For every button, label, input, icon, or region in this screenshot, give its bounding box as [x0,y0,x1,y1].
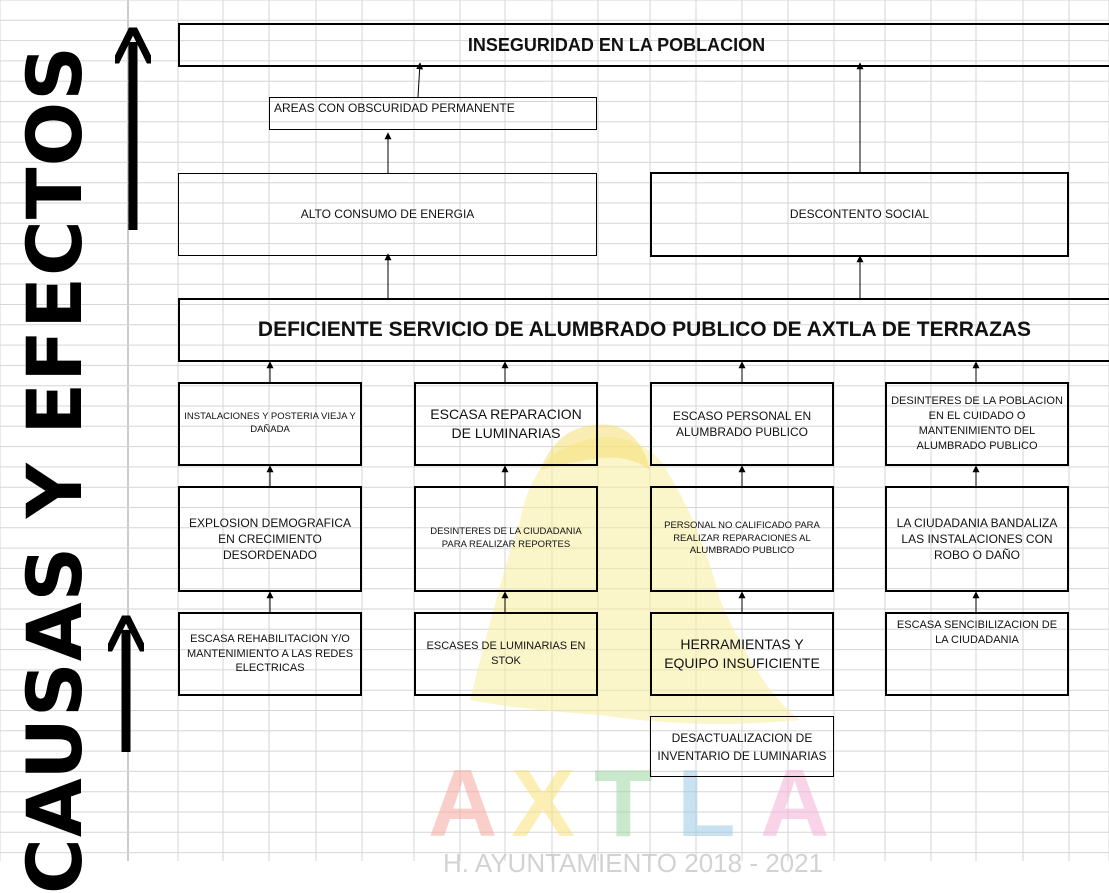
cause-box-escaso-personal: ESCASO PERSONAL EN ALUMBRADO PUBLICO [650,382,834,466]
side-label-text: CAUSAS Y EFECTOS [9,44,99,893]
watermark-letter: A [760,750,829,857]
effect-box-inseguridad: INSEGURIDAD EN LA POBLACION [178,23,1109,67]
cause-box-ciudadania-bandaliza: LA CIUDADANIA BANDALIZA LAS INSTALACIONE… [885,486,1069,592]
watermark-letter: T [594,750,653,857]
cause-text-desinteres-ciudadania: DESINTERES DE LA CIUDADANIA PARA REALIZA… [430,526,582,550]
effect-text-areas-obscuridad: AREAS CON OBSCURIDAD PERMANENTE [274,101,515,115]
effect-text-descontento: DESCONTENTO SOCIAL [789,207,930,222]
cause-text-personal-no-calificado: PERSONAL NO CALIFICADO PARA REALIZAR REP… [664,519,820,557]
cause-text-escasa-sensibilizacion: ESCASA SENCIBILIZACION DE LA CIUDADANIA [896,619,1058,646]
arrow-areas-to-top [416,62,424,98]
cause-box-herramientas: HERRAMIENTAS Y EQUIPO INSUFICIENTE [650,612,834,696]
watermark-letter: A [428,750,497,857]
cause-text-desactualizacion: DESACTUALIZACION DE INVENTARIO DE LUMINA… [657,730,827,763]
effect-box-alto-consumo: ALTO CONSUMO DE ENERGIA [178,173,597,256]
cause-text-escasa-reparacion: ESCASA REPARACION DE LUMINARIAS [430,406,582,441]
cause-text-explosion-demografica: EXPLOSION DEMOGRAFICA EN CRECIMIENTO DES… [188,515,352,563]
cause-box-escasa-sensibilizacion: ESCASA SENCIBILIZACION DE LA CIUDADANIA [885,612,1069,696]
cause-text-escases-luminarias: ESCASES DE LUMINARIAS EN STOK [426,640,586,667]
cause-text-instalaciones: INSTALACIONES Y POSTERIA VIEJA Y DAÑADA [184,411,356,435]
effect-box-descontento: DESCONTENTO SOCIAL [650,172,1069,257]
cause-box-instalaciones: INSTALACIONES Y POSTERIA VIEJA Y DAÑADA [178,382,362,466]
cause-text-herramientas: HERRAMIENTAS Y EQUIPO INSUFICIENTE [664,636,820,671]
watermark-letter: X [511,750,575,857]
cause-box-personal-no-calificado: PERSONAL NO CALIFICADO PARA REALIZAR REP… [650,486,834,592]
core-problem-box: DEFICIENTE SERVICIO DE ALUMBRADO PUBLICO… [178,298,1109,362]
cause-text-desinteres-poblacion: DESINTERES DE LA POBLACION EN EL CUIDADO… [891,395,1063,452]
cause-box-desinteres-poblacion: DESINTERES DE LA POBLACION EN EL CUIDADO… [885,382,1069,466]
watermark-tagline: H. AYUNTAMIENTO 2018 - 2021 [443,848,823,878]
cause-box-desactualizacion: DESACTUALIZACION DE INVENTARIO DE LUMINA… [650,716,834,777]
cause-text-escasa-rehabilitacion: ESCASA REHABILITACION Y/O MANTENIMIENTO … [186,632,354,675]
cause-text-ciudadania-bandaliza: LA CIUDADANIA BANDALIZA LAS INSTALACIONE… [896,515,1058,563]
watermark-letter: L [677,750,736,857]
watermark-emblem [470,437,800,724]
effect-box-areas-obscuridad: AREAS CON OBSCURIDAD PERMANENTE [269,97,597,130]
connector-arrows [0,0,980,752]
watermark-emblem-head [540,424,650,470]
cause-box-escasa-reparacion: ESCASA REPARACION DE LUMINARIAS [414,382,598,466]
cause-box-escasa-rehabilitacion: ESCASA REHABILITACION Y/O MANTENIMIENTO … [178,612,362,696]
cause-box-desinteres-ciudadania: DESINTERES DE LA CIUDADANIA PARA REALIZA… [414,486,598,592]
core-problem-text: DEFICIENTE SERVICIO DE ALUMBRADO PUBLICO… [257,317,1032,341]
cause-box-explosion-demografica: EXPLOSION DEMOGRAFICA EN CRECIMIENTO DES… [178,486,362,592]
effect-text-alto-consumo: ALTO CONSUMO DE ENERGIA [300,207,475,222]
side-label-causas-y-efectos: CAUSAS Y EFECTOS [8,45,100,893]
cause-box-escases-luminarias: ESCASES DE LUMINARIAS EN STOK [414,612,598,696]
cause-text-escaso-personal: ESCASO PERSONAL EN ALUMBRADO PUBLICO [672,408,812,439]
effect-text-inseguridad: INSEGURIDAD EN LA POBLACION [467,34,766,55]
